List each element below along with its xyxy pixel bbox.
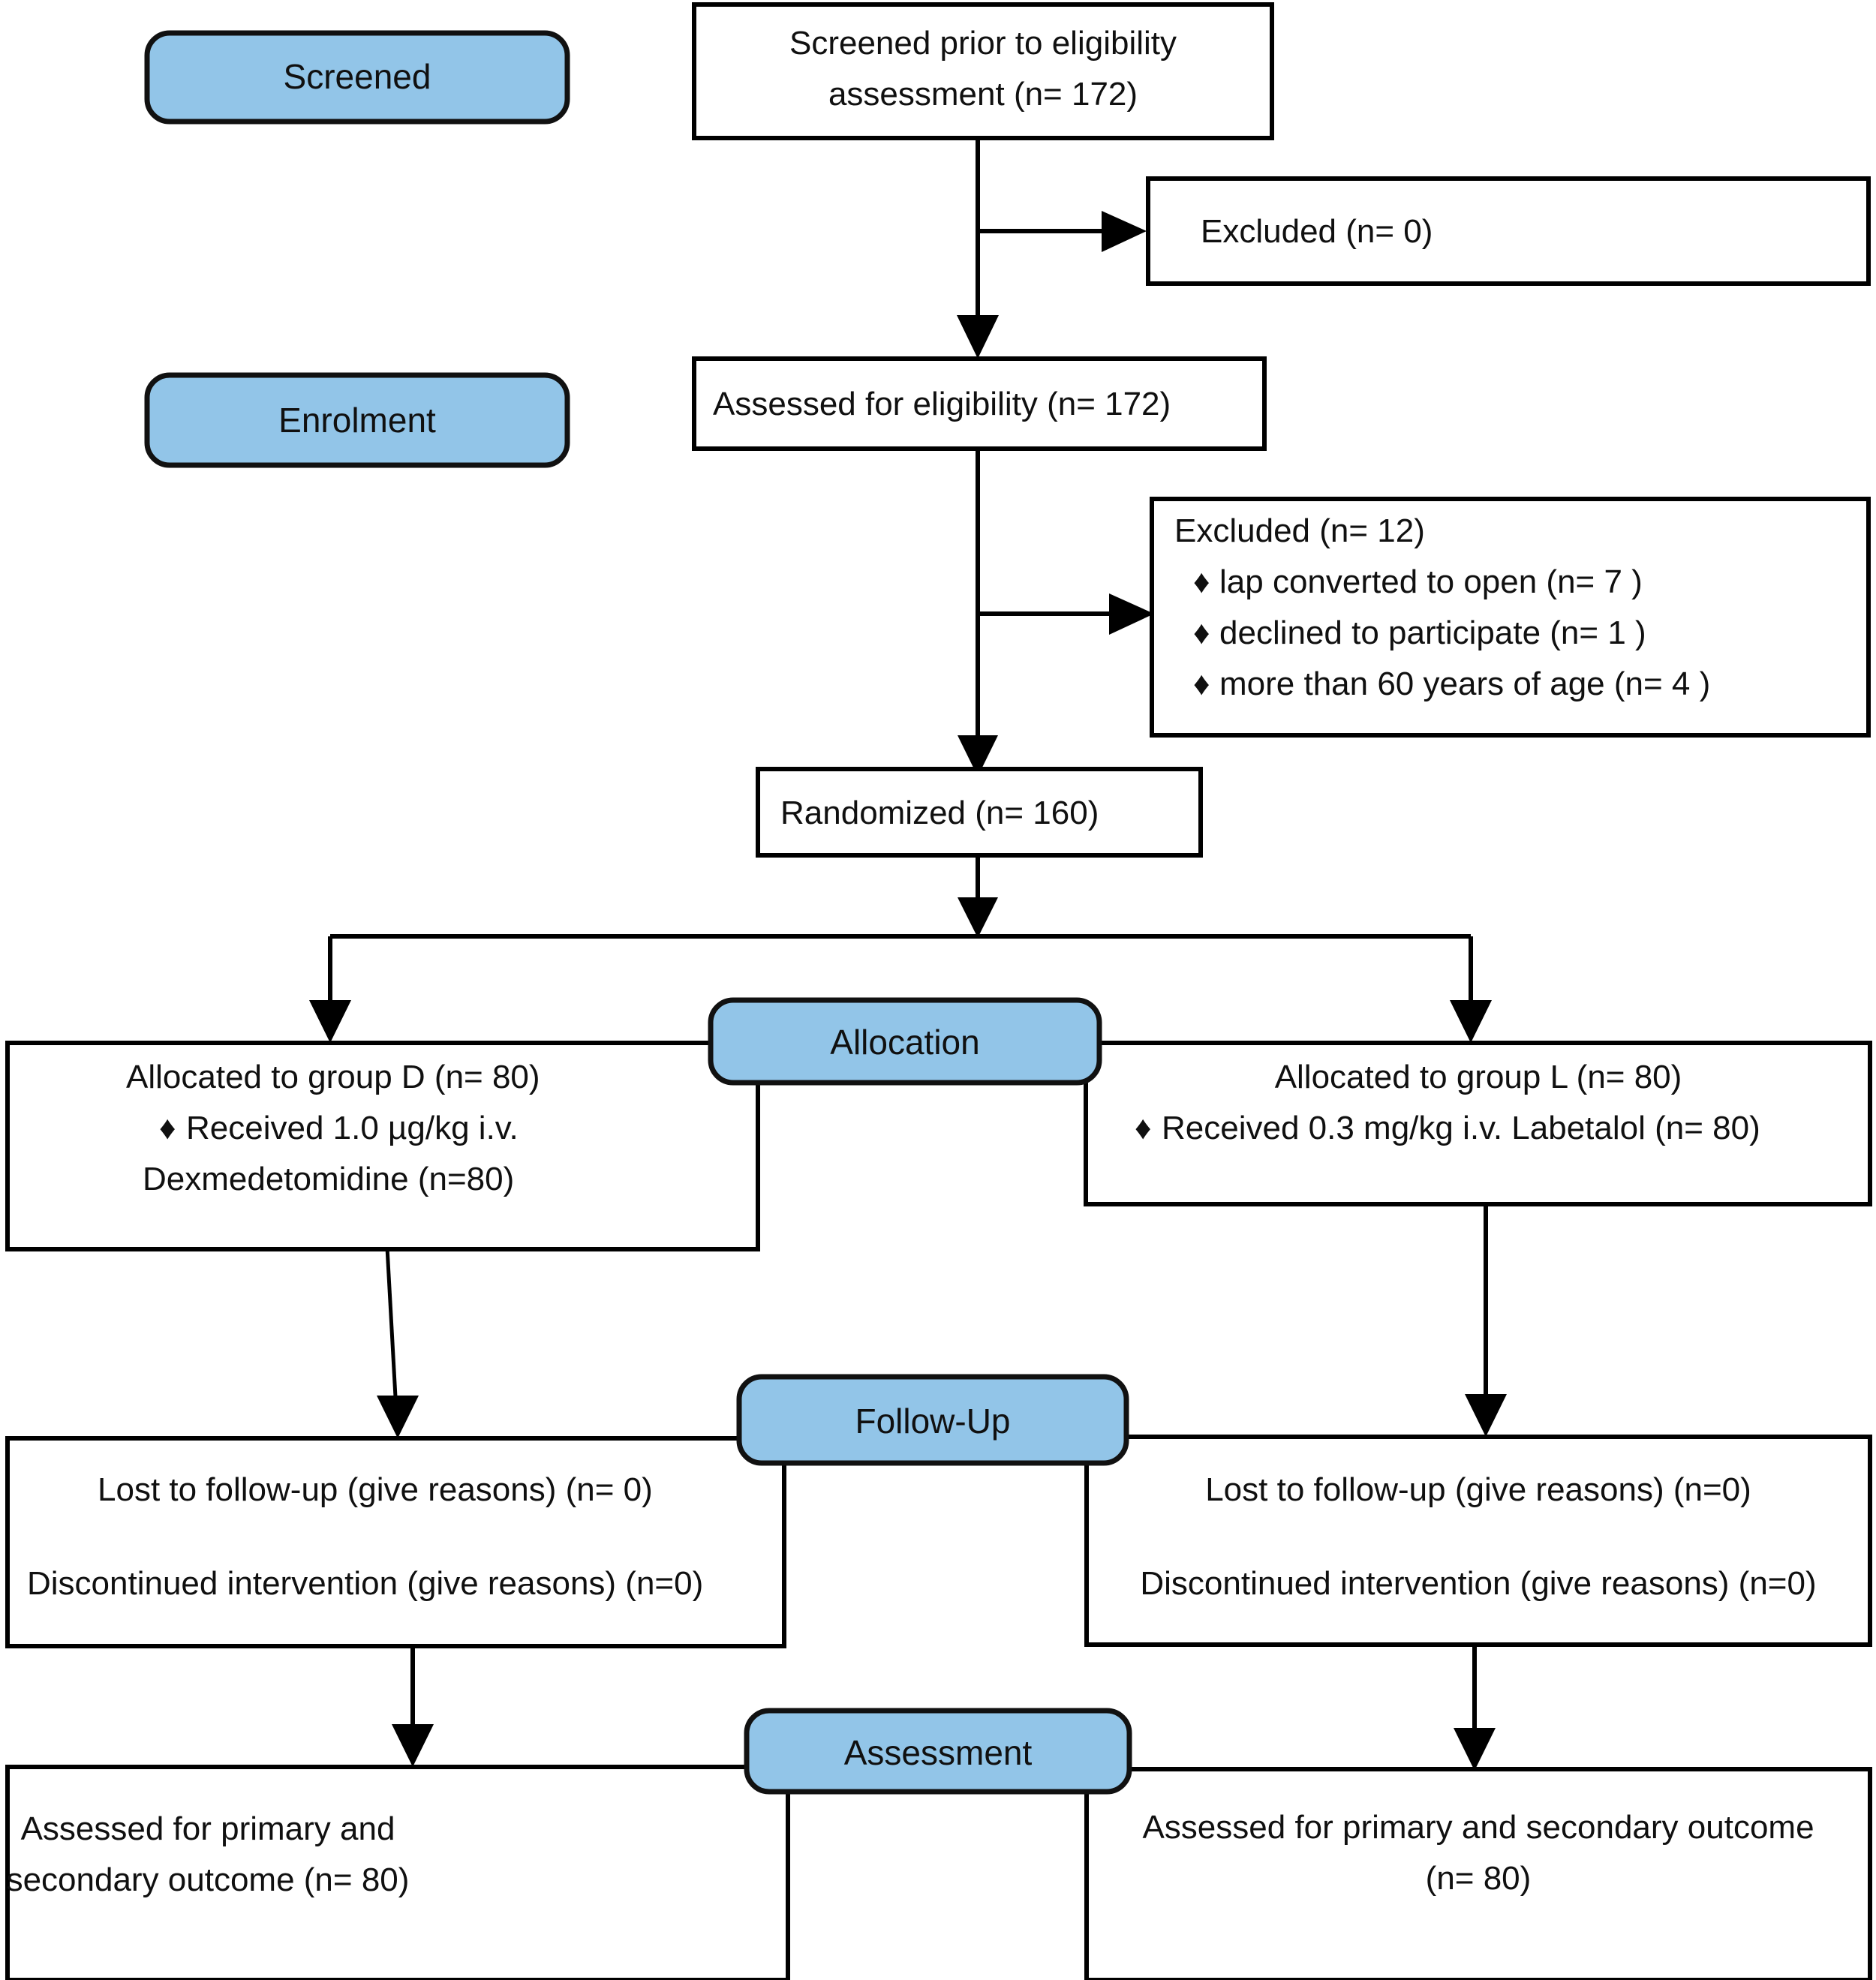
box-assessed-left-line-2: secondary outcome (n= 80) xyxy=(7,1861,410,1898)
box-allocated-l-heading: Allocated to group L (n= 80) xyxy=(1275,1059,1682,1095)
stage-pill-assessment xyxy=(744,1708,1132,1795)
box-followup-left-line-1: Lost to follow-up (give reasons) (n= 0) xyxy=(98,1471,653,1508)
stage-pill-followup-label: Follow-Up xyxy=(855,1402,1010,1441)
stage-pill-screened xyxy=(144,30,570,125)
box-excluded-twelve-heading: Excluded (n= 12) xyxy=(1174,512,1425,549)
excluded-bullet-glyph-3: ♦ xyxy=(1193,666,1210,702)
box-randomized xyxy=(756,767,1203,858)
stage-pill-screened-label: Screened xyxy=(284,57,431,96)
box-assessed-eligibility-text: Assessed for eligibility (n= 172) xyxy=(713,386,1171,422)
allocated-d-continuation: Dexmedetomidine (n=80) xyxy=(143,1161,514,1197)
connector-assessed-to-excluded-twelve xyxy=(978,593,1154,635)
box-assessed-eligibility xyxy=(692,356,1267,451)
box-excluded-zero xyxy=(1146,176,1871,286)
stage-pill-enrolment xyxy=(144,372,570,468)
box-followup-right-line-1: Lost to follow-up (give reasons) (n=0) xyxy=(1205,1471,1751,1508)
stage-pill-allocation-label: Allocation xyxy=(830,1023,979,1062)
excluded-bullet-glyph-2: ♦ xyxy=(1193,614,1210,651)
connector-assessed-to-randomized xyxy=(958,446,998,777)
connector-screened-to-assessed xyxy=(957,135,999,359)
box-followup-left-line-2: Discontinued intervention (give reasons)… xyxy=(27,1565,703,1602)
connector-group-l-to-followup xyxy=(1465,1206,1507,1437)
excluded-bullet-1: lap converted to open (n= 7 ) xyxy=(1219,563,1643,600)
allocated-l-bullet: Received 0.3 mg/kg i.v. Labetalol (n= 80… xyxy=(1162,1110,1760,1146)
stage-pill-followup xyxy=(736,1374,1129,1466)
connector-group-d-to-followup xyxy=(377,1247,419,1438)
connector-randomized-split xyxy=(309,855,1492,1043)
excluded-bullet-3: more than 60 years of age (n= 4 ) xyxy=(1219,666,1710,702)
box-assessed-right-line-2: (n= 80) xyxy=(1426,1860,1532,1897)
allocated-d-bullet-glyph: ♦ xyxy=(159,1110,176,1146)
connector-followup-left-to-assessed xyxy=(392,1643,434,1767)
box-allocated-group-d xyxy=(5,1041,760,1251)
box-randomized-text: Randomized (n= 160) xyxy=(780,795,1099,831)
box-screened-prior xyxy=(692,2,1274,140)
excluded-bullet-glyph-1: ♦ xyxy=(1193,563,1210,600)
box-excluded-twelve xyxy=(1150,497,1871,738)
box-assessed-right xyxy=(1084,1767,1872,1980)
box-screened-prior-line-2: assessment (n= 172) xyxy=(828,76,1138,113)
allocated-l-bullet-glyph: ♦ xyxy=(1135,1110,1151,1146)
box-followup-left xyxy=(5,1436,786,1648)
stage-pill-allocation xyxy=(708,997,1102,1086)
box-followup-right-line-2: Discontinued intervention (give reasons)… xyxy=(1140,1565,1816,1602)
stage-pill-assessment-label: Assessment xyxy=(844,1733,1033,1772)
box-allocated-d-heading: Allocated to group D (n= 80) xyxy=(126,1059,540,1095)
allocated-d-bullet: Received 1.0 µg/kg i.v. xyxy=(186,1110,519,1146)
connector-followup-right-to-assessed xyxy=(1454,1643,1496,1771)
box-assessed-left-line-1: Assessed for primary and xyxy=(21,1810,395,1847)
box-followup-right xyxy=(1084,1435,1872,1647)
box-excluded-zero-text: Excluded (n= 0) xyxy=(1201,213,1433,250)
box-assessed-right-line-1: Assessed for primary and secondary outco… xyxy=(1142,1809,1814,1846)
stage-pill-enrolment-label: Enrolment xyxy=(278,401,436,440)
excluded-bullet-2: declined to participate (n= 1 ) xyxy=(1219,614,1646,651)
box-assessed-left xyxy=(5,1765,790,1980)
box-screened-prior-line-1: Screened prior to eligibility xyxy=(789,25,1177,62)
connector-screened-to-excluded-zero xyxy=(978,211,1147,252)
box-allocated-group-l xyxy=(1084,1041,1872,1206)
